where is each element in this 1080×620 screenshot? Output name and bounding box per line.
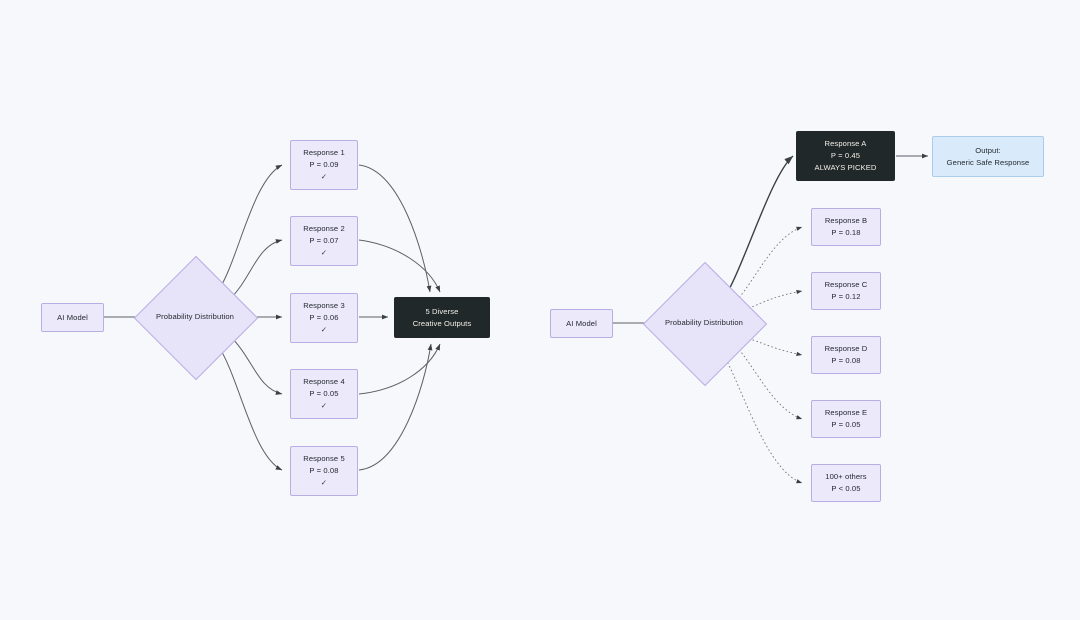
edge-response-5-to-outcome (358, 343, 433, 471)
response-probability: P = 0.08 (831, 356, 861, 365)
response-name: Response 2 (303, 224, 345, 234)
check-icon: ✓ (320, 477, 328, 487)
response-name: Response 4 (303, 377, 345, 387)
response-name: Response C (824, 280, 868, 290)
always-picked-badge: ALWAYS PICKED (814, 162, 877, 172)
node-output-generic-safe-response[interactable]: Output: Generic Safe Response (932, 136, 1044, 177)
node-probability-distribution-left[interactable]: Probability Distribution (133, 255, 259, 381)
response-name: Response D (824, 344, 868, 354)
response-probability: P = 0.09 (309, 160, 339, 170)
response-probability: P = 0.45 (830, 151, 861, 161)
node-label: AI Model (566, 318, 597, 328)
outcome-line-2: Creative Outputs (412, 318, 472, 328)
node-label: Probability Distribution (665, 318, 743, 328)
node-response-2[interactable]: Response 2 P = 0.07 ✓ (290, 216, 358, 266)
node-100-plus-others[interactable]: 100+ others P < 0.05 (811, 464, 881, 502)
node-ai-model-right[interactable]: AI Model (550, 309, 613, 338)
response-probability: P = 0.07 (309, 236, 339, 246)
node-response-4[interactable]: Response 4 P = 0.05 ✓ (290, 369, 358, 419)
output-line-2: Generic Safe Response (946, 157, 1030, 167)
response-probability: P = 0.18 (831, 228, 861, 237)
response-name: Response 3 (303, 301, 345, 311)
node-label: Probability Distribution (156, 312, 234, 322)
edge-response-2-to-outcome (358, 239, 441, 293)
response-name: Response E (824, 408, 868, 418)
response-probability: P = 0.12 (831, 292, 861, 301)
output-line-1: Output: (975, 145, 1001, 155)
node-response-a-always-picked[interactable]: Response A P = 0.45 ALWAYS PICKED (796, 131, 895, 181)
node-response-c[interactable]: Response C P = 0.12 (811, 272, 881, 310)
response-probability: P = 0.08 (309, 466, 339, 476)
response-name: Response A (824, 139, 867, 149)
check-icon: ✓ (320, 247, 328, 257)
response-probability: P < 0.05 (831, 484, 861, 493)
node-label: AI Model (57, 312, 88, 322)
response-name: Response 5 (303, 454, 345, 464)
edge-response-4-to-outcome (358, 343, 441, 395)
check-icon: ✓ (320, 171, 328, 181)
node-response-5[interactable]: Response 5 P = 0.08 ✓ (290, 446, 358, 496)
node-response-1[interactable]: Response 1 P = 0.09 ✓ (290, 140, 358, 190)
node-response-e[interactable]: Response E P = 0.05 (811, 400, 881, 438)
response-probability: P = 0.05 (309, 389, 339, 399)
response-probability: P = 0.05 (831, 420, 861, 429)
node-ai-model-left[interactable]: AI Model (41, 303, 104, 332)
response-probability: P = 0.06 (309, 313, 339, 323)
response-name: 100+ others (825, 472, 867, 482)
check-icon: ✓ (320, 324, 328, 334)
outcome-line-1: 5 Diverse (425, 306, 459, 316)
response-name: Response 1 (303, 148, 345, 158)
node-diverse-creative-outputs[interactable]: 5 Diverse Creative Outputs (394, 297, 490, 338)
node-response-3[interactable]: Response 3 P = 0.06 ✓ (290, 293, 358, 343)
check-icon: ✓ (320, 400, 328, 410)
response-name: Response B (824, 216, 868, 226)
node-response-b[interactable]: Response B P = 0.18 (811, 208, 881, 246)
node-probability-distribution-right[interactable]: Probability Distribution (642, 261, 768, 387)
node-response-d[interactable]: Response D P = 0.08 (811, 336, 881, 374)
edge-response-1-to-outcome (358, 164, 432, 293)
